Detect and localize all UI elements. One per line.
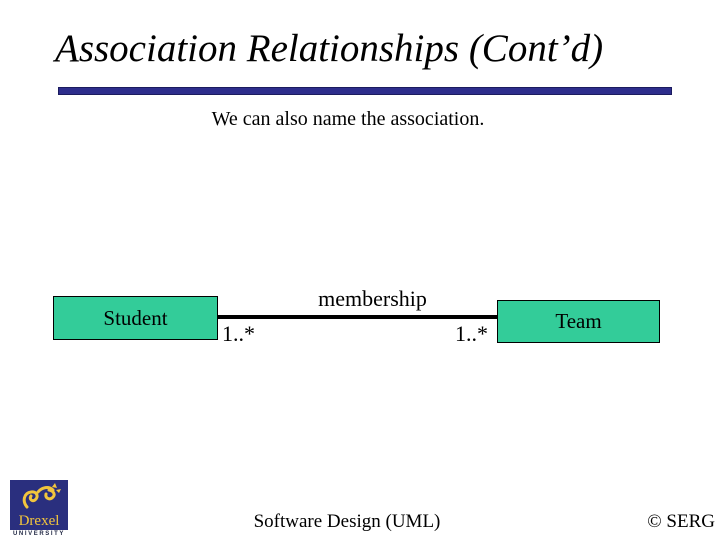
drexel-university-logo: Drexel UNIVERSITY <box>10 480 68 537</box>
uml-class-box-student: Student <box>53 296 218 340</box>
association-line <box>218 315 497 319</box>
association-name-label: membership <box>318 286 427 311</box>
slide-title: Association Relationships (Cont’d) <box>55 27 604 70</box>
drexel-logo-square: Drexel <box>10 480 68 530</box>
uml-class-name-team: Team <box>555 309 602 333</box>
title-underline-bar <box>58 87 672 95</box>
drexel-logo-university-text: UNIVERSITY <box>12 531 65 537</box>
footer-course-title: Software Design (UML) <box>253 511 441 532</box>
drexel-dragon-icon <box>22 483 61 509</box>
multiplicity-label-right: 1..* <box>455 321 488 346</box>
uml-class-name-student: Student <box>103 305 168 330</box>
uml-class-box-team: Team <box>497 300 660 343</box>
slide-subtitle: We can also name the association. <box>211 108 485 130</box>
multiplicity-label-left: 1..* <box>222 321 255 346</box>
drexel-logo-wordmark: Drexel <box>18 513 60 529</box>
footer-copyright: © SERG <box>647 511 715 532</box>
